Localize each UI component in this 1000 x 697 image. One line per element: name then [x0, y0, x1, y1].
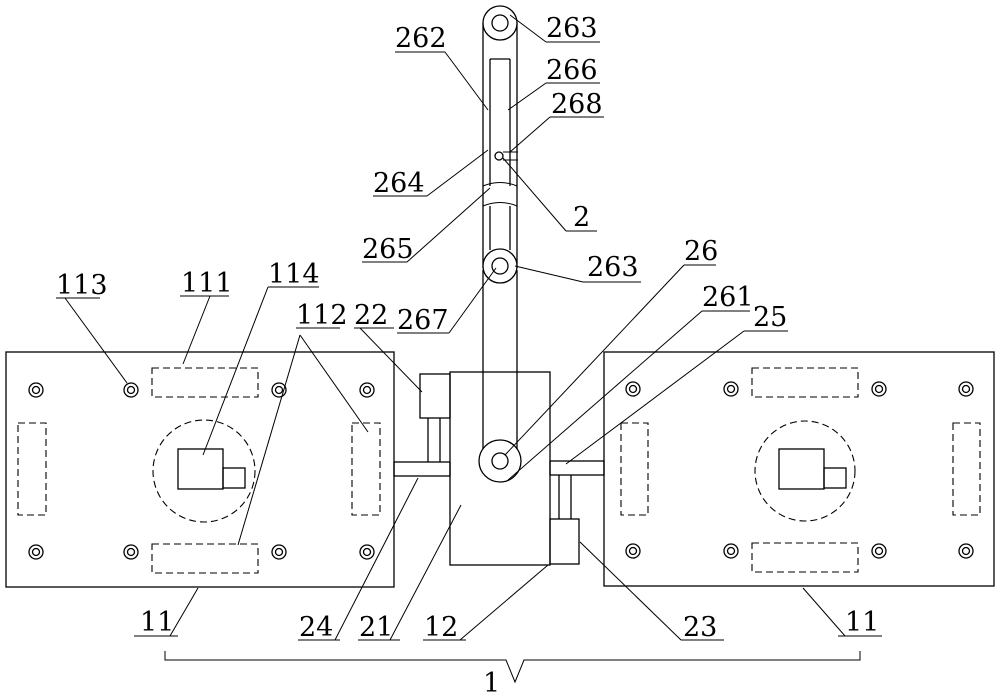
label-263-top: 263 [546, 13, 598, 44]
label-21: 21 [359, 612, 393, 643]
label-261: 261 [702, 282, 754, 313]
right-plate [603, 351, 995, 587]
bolt-holes-right [625, 381, 974, 559]
label-114: 114 [268, 259, 320, 290]
reference-labels: 263 262 266 268 264 2 265 263 26 261 25 … [56, 13, 879, 697]
label-265: 265 [362, 234, 414, 265]
central-body [393, 371, 605, 566]
label-264: 264 [373, 168, 425, 199]
label-25: 25 [753, 302, 787, 333]
label-23: 23 [683, 612, 717, 643]
label-11-left: 11 [140, 607, 174, 638]
leader-lines [56, 14, 882, 684]
label-113: 113 [56, 270, 108, 301]
label-262: 262 [395, 23, 447, 54]
label-24: 24 [299, 612, 333, 643]
label-267: 267 [397, 305, 449, 336]
bolt-holes-left [28, 382, 375, 560]
label-268: 268 [551, 89, 603, 120]
label-12: 12 [424, 612, 458, 643]
arm-assembly [478, 5, 522, 483]
label-1: 1 [483, 668, 500, 697]
label-11-right: 11 [845, 607, 879, 638]
label-266: 266 [546, 55, 598, 86]
label-26: 26 [684, 236, 718, 267]
label-112: 112 [296, 300, 348, 331]
left-plate [5, 351, 395, 588]
label-22: 22 [354, 300, 388, 331]
label-111: 111 [181, 268, 233, 299]
label-263-mid: 263 [587, 252, 639, 283]
label-2: 2 [573, 202, 590, 233]
